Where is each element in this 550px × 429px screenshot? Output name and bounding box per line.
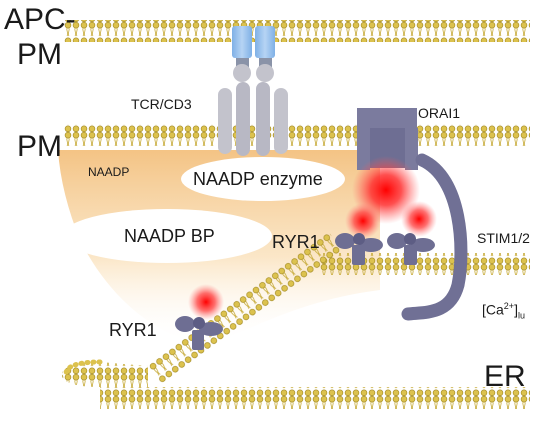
ca-lumen-label: [Ca2+]lu — [482, 302, 525, 320]
er-label: ER — [484, 360, 526, 393]
stim-label: STIM1/2 — [477, 230, 530, 246]
ryr1-upper-left — [335, 233, 383, 265]
er-membrane-bend — [62, 362, 148, 388]
naadp-enzyme-shape — [181, 157, 345, 201]
ryr1-upper-right — [387, 233, 435, 265]
er-membrane-top — [320, 253, 530, 275]
naadp-bp-label: NAADP BP — [124, 226, 215, 246]
apc-pm-label-line2: PM — [17, 38, 62, 71]
ca-lumen-close: ] — [514, 301, 518, 318]
calcium-glow-ryr-lower — [188, 284, 224, 320]
plasma-membrane — [64, 124, 530, 146]
stim-arc — [401, 153, 468, 321]
naadp-label: NAADP — [88, 165, 130, 179]
apc-pm-label-line1: APC- — [4, 3, 76, 36]
naadp-enzyme-label: NAADP enzyme — [193, 169, 323, 189]
ryr1-lower — [175, 316, 223, 350]
ryr1-upper-label: RYR1 — [272, 232, 320, 252]
naadp-bp-shape — [62, 209, 272, 263]
ca-lumen-open: [Ca — [482, 301, 504, 318]
calcium-glow-ryr-left — [345, 203, 381, 239]
ca-lumen-subscript: lu — [517, 310, 525, 321]
ryr1-lower-label: RYR1 — [109, 320, 157, 340]
tcr-cd3-complex — [218, 26, 288, 156]
apc-plasma-membrane — [64, 20, 530, 42]
calcium-glow-ryr-right — [401, 201, 437, 237]
er-membrane-bottom — [100, 387, 530, 409]
tcr-cd3-label: TCR/CD3 — [131, 96, 192, 112]
ca-lumen-charge: 2+ — [503, 301, 515, 311]
orai1-label: ORAI1 — [418, 105, 461, 121]
pm-label: PM — [17, 130, 62, 163]
